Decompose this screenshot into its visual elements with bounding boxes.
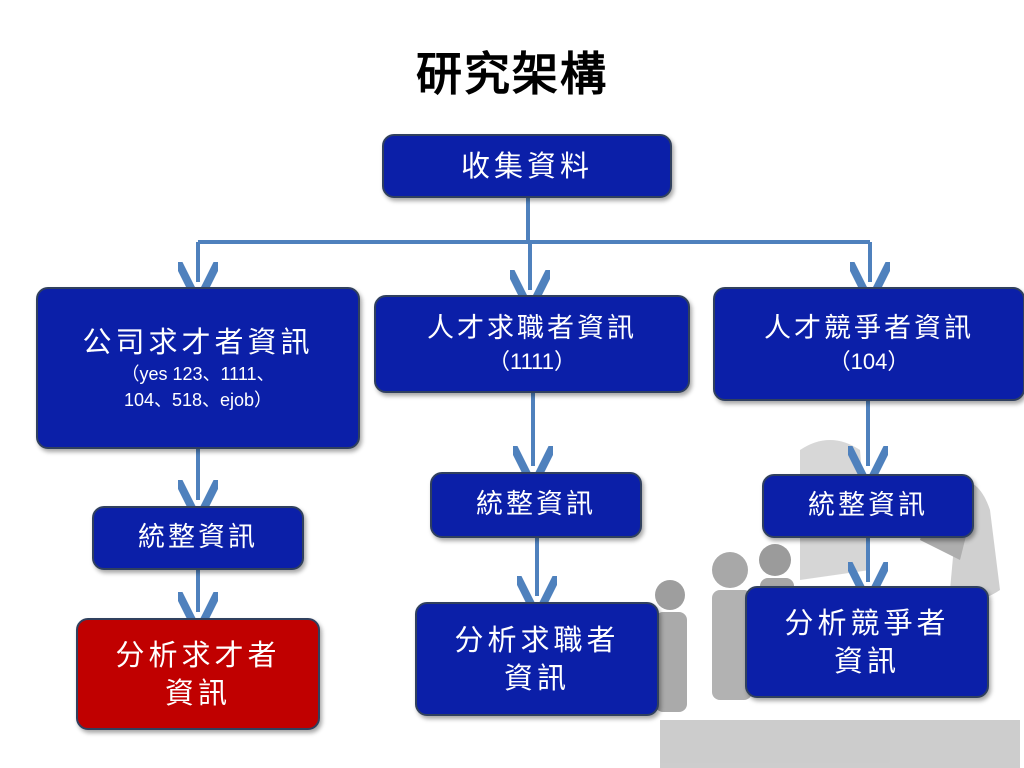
node-collect-data-label: 收集資料 xyxy=(460,149,593,183)
node-analysis-company-line2: 資訊 xyxy=(164,676,231,710)
node-integrate-company: 統整資訊 xyxy=(92,506,304,570)
page-title: 研究架構 xyxy=(416,47,608,101)
node-analysis-company: 分析求才者 資訊 xyxy=(76,618,320,730)
node-analysis-competitor-line2: 資訊 xyxy=(833,644,900,678)
node-competitor-info-source: （104） xyxy=(828,349,910,374)
node-company-info-sources-1: （yes 123、1111、 xyxy=(121,364,275,384)
node-integrate-talent: 統整資訊 xyxy=(430,472,642,538)
node-integrate-competitor: 統整資訊 xyxy=(762,474,974,538)
node-company-info-sources-2: 104、518、ejob） xyxy=(123,390,273,410)
node-company-info-title: 公司求才者資訊 xyxy=(82,325,314,359)
node-competitor-info-title: 人才競爭者資訊 xyxy=(764,313,974,344)
node-integrate-competitor-label: 統整資訊 xyxy=(808,490,928,521)
node-talent-info-source: （1111） xyxy=(487,349,577,374)
node-integrate-company-label: 統整資訊 xyxy=(138,522,258,553)
node-talent-info: 人才求職者資訊 （1111） xyxy=(374,295,690,393)
node-talent-info-title: 人才求職者資訊 xyxy=(427,313,637,344)
node-competitor-info: 人才競爭者資訊 （104） xyxy=(713,287,1024,401)
node-analysis-company-line1: 分析求才者 xyxy=(115,638,281,672)
node-collect-data: 收集資料 xyxy=(382,134,672,198)
node-analysis-competitor: 分析競爭者 資訊 xyxy=(745,586,989,698)
node-analysis-competitor-line1: 分析競爭者 xyxy=(784,606,950,640)
node-company-info: 公司求才者資訊 （yes 123、1111、 104、518、ejob） xyxy=(36,287,360,449)
node-analysis-talent-line1: 分析求職者 xyxy=(454,623,620,657)
node-integrate-talent-label: 統整資訊 xyxy=(476,489,596,520)
node-analysis-talent-line2: 資訊 xyxy=(503,661,570,695)
node-analysis-talent: 分析求職者 資訊 xyxy=(415,602,659,716)
